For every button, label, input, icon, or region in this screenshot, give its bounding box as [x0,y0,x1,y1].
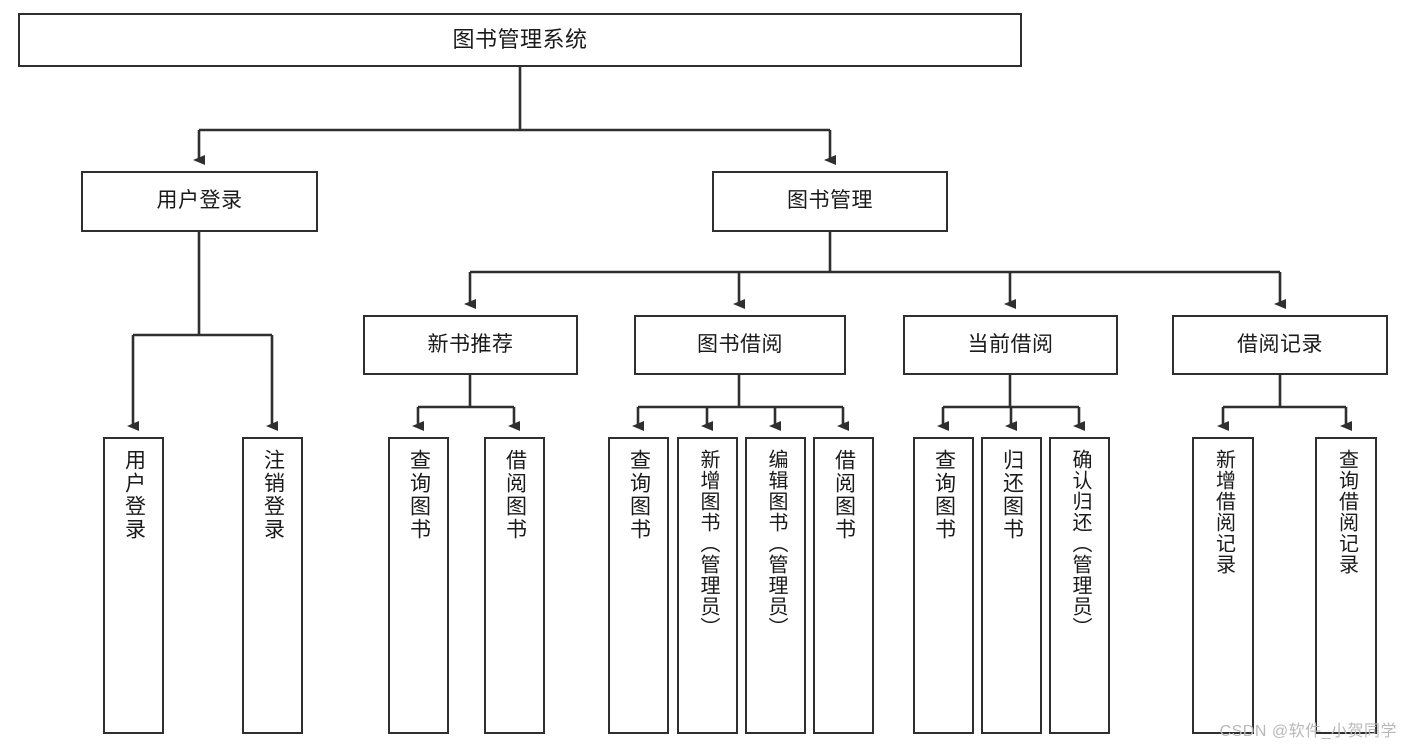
node-label: 查询借阅记录 [1335,449,1358,575]
leaf-query-borrow-record[interactable]: 查询借阅记录 [1315,437,1377,734]
node-label: 查询图书 [627,449,651,541]
node-label: 确认归还（管理员） [1069,449,1091,638]
node-book-management[interactable]: 图书管理 [712,171,948,232]
node-label: 借阅图书 [503,449,527,541]
node-label: 新书推荐 [427,332,514,356]
node-label: 查询图书 [932,449,956,541]
leaf-query-book-new[interactable]: 查询图书 [388,437,449,734]
node-label: 借阅图书 [832,449,856,541]
leaf-confirm-return-admin[interactable]: 确认归还（管理员） [1049,437,1110,734]
node-new-book-recommend[interactable]: 新书推荐 [363,315,578,375]
node-label: 用户登录 [156,189,243,213]
leaf-borrow-book-new[interactable]: 借阅图书 [484,437,545,734]
node-root-system[interactable]: 图书管理系统 [18,13,1022,67]
node-label: 图书管理 [787,189,873,213]
node-borrow-record[interactable]: 借阅记录 [1172,315,1388,375]
leaf-query-book-borrow[interactable]: 查询图书 [608,437,669,734]
leaf-add-book-admin[interactable]: 新增图书（管理员） [677,437,738,734]
node-label: 注销登录 [261,449,285,541]
node-label: 新增图书（管理员） [697,449,719,638]
node-user-login[interactable]: 用户登录 [81,171,318,232]
leaf-user-login[interactable]: 用户登录 [103,437,164,734]
leaf-logout[interactable]: 注销登录 [242,437,303,734]
watermark: CSDN @软件_小贺同学 [1219,723,1397,740]
leaf-edit-book-admin[interactable]: 编辑图书（管理员） [745,437,806,734]
node-label: 查询图书 [407,449,431,541]
node-label: 编辑图书（管理员） [765,449,787,638]
node-label: 图书管理系统 [452,27,588,53]
leaf-add-borrow-record[interactable]: 新增借阅记录 [1192,437,1254,734]
node-label: 当前借阅 [967,332,1054,356]
node-book-borrow[interactable]: 图书借阅 [634,315,846,375]
node-label: 归还图书 [1000,449,1024,541]
leaf-return-book[interactable]: 归还图书 [981,437,1042,734]
leaf-borrow-book[interactable]: 借阅图书 [813,437,874,734]
node-label: 图书借阅 [697,332,783,356]
leaf-query-book-current[interactable]: 查询图书 [913,437,974,734]
node-label: 新增借阅记录 [1212,449,1235,575]
node-label: 借阅记录 [1237,332,1323,356]
node-label: 用户登录 [122,449,146,541]
node-current-borrow[interactable]: 当前借阅 [903,315,1118,375]
